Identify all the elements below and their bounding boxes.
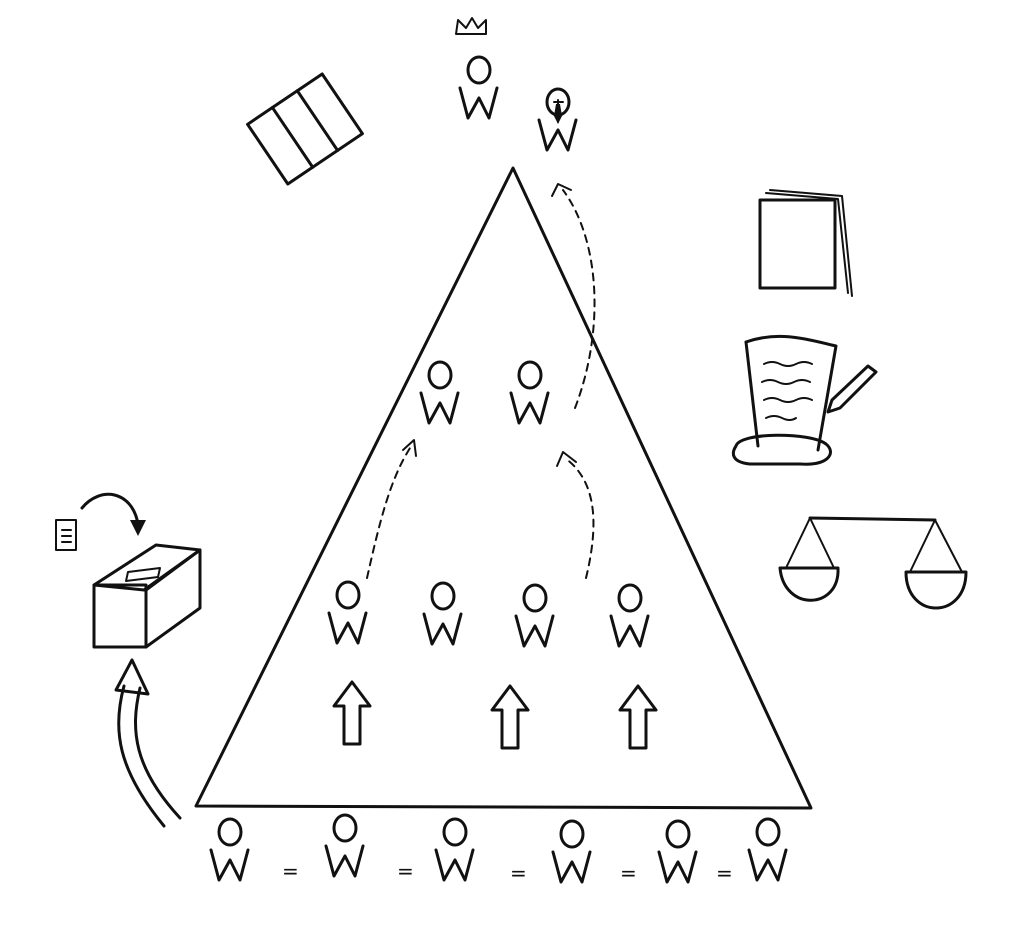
person-top-official <box>537 87 578 152</box>
dashed-rising-paths <box>366 183 596 579</box>
dashed-arrowhead-right <box>556 451 577 467</box>
pyramid-triangle <box>194 166 813 810</box>
ballot-paper-icon <box>55 519 77 551</box>
ballot-drop-arrow <box>80 492 140 526</box>
person-middle-2 <box>509 360 550 425</box>
lower-row-people <box>327 580 650 648</box>
scroll-with-pen-icon <box>731 334 878 466</box>
person-base-3 <box>434 817 475 882</box>
dashed-path-top <box>562 189 596 409</box>
person-base-5 <box>657 819 698 884</box>
person-base-4 <box>551 819 592 884</box>
balance-scale-icon <box>778 516 968 610</box>
equal-sign-2: = <box>397 859 414 883</box>
equal-sign-1: = <box>282 859 299 883</box>
ballot-drop-arrowhead <box>130 520 146 536</box>
person-base-6 <box>747 817 788 882</box>
equal-signs: = = = = = <box>282 859 733 885</box>
dashed-path-right <box>564 457 595 579</box>
person-base-1 <box>209 817 250 882</box>
crown-icon <box>455 17 487 35</box>
curved-arrow-to-ballot-box <box>114 658 182 828</box>
equal-sign-4: = <box>620 861 637 885</box>
equal-sign-5: = <box>716 861 733 885</box>
flag-icon <box>246 72 364 186</box>
person-lower-3 <box>514 583 555 648</box>
person-lower-4 <box>609 583 650 648</box>
person-top-ruler <box>458 55 499 120</box>
middle-row-people <box>419 360 550 425</box>
dashed-path-left <box>366 447 411 579</box>
top-row-people <box>458 55 578 152</box>
dashed-arrowhead-top <box>551 183 572 197</box>
up-arrow-3 <box>618 684 658 750</box>
person-lower-2 <box>422 581 463 646</box>
person-lower-1 <box>327 580 368 645</box>
equal-sign-3: = <box>510 861 527 885</box>
dashed-arrowhead-left <box>402 439 417 457</box>
up-arrow-1 <box>332 680 372 746</box>
up-arrow-2 <box>490 684 530 750</box>
books-icon <box>758 189 853 297</box>
person-middle-1 <box>419 360 460 425</box>
ballot-box-icon <box>92 543 202 649</box>
upward-arrows <box>332 680 658 750</box>
person-base-2 <box>324 813 365 878</box>
